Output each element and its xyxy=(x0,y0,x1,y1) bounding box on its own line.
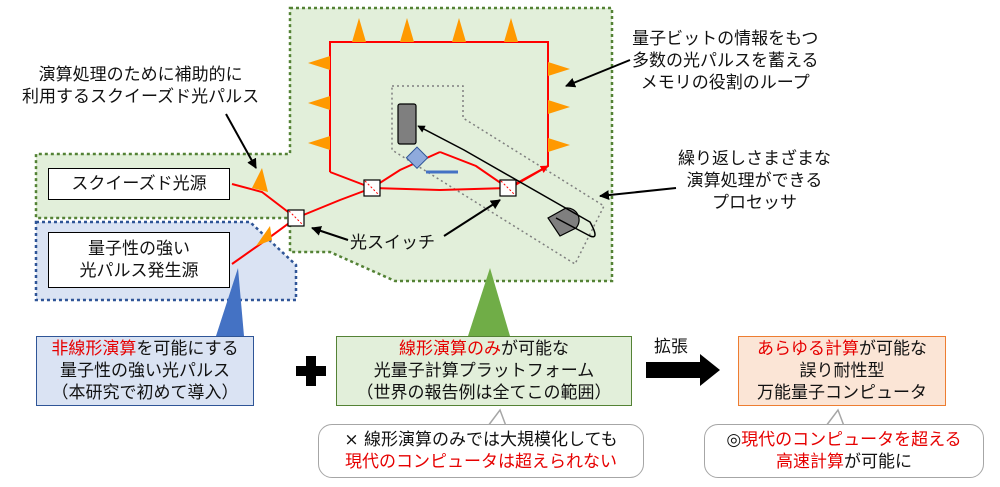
switch-2 xyxy=(363,179,381,197)
linear-limit-line1: × 線形演算のみでは大規模化しても xyxy=(344,430,618,450)
nonlinear-line1: 非線形演算を可能にする xyxy=(51,338,238,360)
arrow-switch-1 xyxy=(311,226,349,241)
linear-line1-red: 線形演算のみ xyxy=(399,339,501,359)
linear-box: 線形演算のみが可能な 光量子計算プラットフォーム （世界の報告例は全てこの範囲） xyxy=(336,336,632,406)
nonlinear-box: 非線形演算を可能にする 量子性の強い光パルス （本研究で初めて導入） xyxy=(36,336,254,406)
universal-merit-mark: ◎ xyxy=(726,430,742,450)
pointer-green xyxy=(468,268,510,336)
quantum-source-line1: 量子性の強い xyxy=(88,239,190,259)
nonlinear-line3: （本研究で初めて導入） xyxy=(51,383,239,403)
universal-merit-line1-red: 現代のコンピュータを超える xyxy=(741,430,962,450)
universal-line1-red: あらゆる計算 xyxy=(757,339,859,359)
processor-note: 繰り返しさまざまな 演算処理ができる プロセッサ xyxy=(678,148,831,214)
expand-arrow-icon xyxy=(646,354,720,386)
universal-note-tail xyxy=(825,408,845,427)
arrow-processor-note xyxy=(599,187,677,201)
squeezed-source-label: スクイーズド光源 xyxy=(71,174,207,194)
memory-note: 量子ビットの情報をもつ 多数の光パルスを蓄える メモリの役割のループ xyxy=(632,28,819,94)
nonlinear-line1-rest: を可能にする xyxy=(136,339,239,359)
universal-merit-line2: 高速計算が可能に xyxy=(776,451,912,473)
linear-line1: 線形演算のみが可能な xyxy=(399,338,569,360)
pulse-quantum xyxy=(256,226,272,246)
nonlinear-line2: 量子性の強い光パルス xyxy=(60,361,230,381)
feedback-line xyxy=(417,125,596,238)
linear-line1-rest: が可能な xyxy=(501,339,569,359)
pulse-left-3 xyxy=(308,136,330,150)
pulse-squeezed xyxy=(252,168,268,192)
linear-note-tail xyxy=(487,408,507,427)
quantum-source-box: 量子性の強い 光パルス発生源 xyxy=(48,232,230,288)
universal-box: あらゆる計算が可能な 誤り耐性型 万能量子コンピュータ xyxy=(738,336,946,406)
squeeze-note: 演算処理のために補助的に 利用するスクイーズド光パルス xyxy=(22,64,259,108)
quantum-source-line2: 光パルス発生源 xyxy=(79,261,199,281)
linear-limit-line2: 現代のコンピュータは超えられない xyxy=(345,452,617,472)
linear-line3: （世界の報告例は全てこの範囲） xyxy=(356,383,612,403)
pulse-left-1 xyxy=(308,56,330,70)
universal-merit-line1: ◎現代のコンピュータを超える xyxy=(726,429,961,451)
plus-icon xyxy=(296,356,326,386)
pulse-top-2 xyxy=(400,18,414,42)
pulse-top-4 xyxy=(504,18,518,42)
pulse-left-2 xyxy=(308,96,330,110)
memory-note-line2: 多数の光パルスを蓄える xyxy=(632,51,819,71)
pulse-right-2 xyxy=(548,100,570,114)
universal-merit-line2-rest: が可能に xyxy=(844,452,912,472)
pointer-blue xyxy=(216,268,244,336)
arrow-memory-note xyxy=(565,59,631,88)
universal-line1: あらゆる計算が可能な xyxy=(757,338,927,360)
pulse-group xyxy=(252,18,570,246)
pulse-right-1 xyxy=(548,62,570,76)
switch-1 xyxy=(287,209,305,227)
processor-note-line3: プロセッサ xyxy=(712,193,797,213)
squeezed-source-box: スクイーズド光源 xyxy=(48,168,230,200)
universal-line2: 誤り耐性型 xyxy=(799,361,885,381)
processor-module xyxy=(397,103,417,145)
input-beam xyxy=(295,186,373,219)
arrow-squeeze-note xyxy=(225,113,257,169)
processor-note-line1: 繰り返しさまざまな xyxy=(678,149,831,169)
squeeze-note-line2: 利用するスクイーズド光パルス xyxy=(22,87,260,107)
squeezed-beam xyxy=(231,183,297,219)
expand-label: 拡張 xyxy=(654,337,688,357)
switch-3 xyxy=(499,179,517,197)
linear-line2: 光量子計算プラットフォーム xyxy=(373,361,595,381)
squeeze-note-line1: 演算処理のために補助的に xyxy=(38,65,243,85)
processor-note-line2: 演算処理ができる xyxy=(686,171,823,191)
universal-merit-note: ◎現代のコンピュータを超える 高速計算が可能に xyxy=(704,424,984,478)
universal-merit-line2-red: 高速計算 xyxy=(776,452,844,472)
pulse-top-1 xyxy=(352,18,366,42)
pulse-top-3 xyxy=(452,18,466,42)
nonlinear-line1-red: 非線形演算 xyxy=(51,339,137,359)
arrow-switch-3 xyxy=(443,199,501,237)
linear-limit-note: × 線形演算のみでは大規模化しても 現代のコンピュータは超えられない xyxy=(318,424,644,478)
beam-splitter xyxy=(405,146,429,170)
memory-note-line3: メモリの役割のループ xyxy=(640,73,810,93)
universal-line1-rest: が可能な xyxy=(859,339,927,359)
optical-switch-label: 光スイッチ xyxy=(350,233,435,253)
processor-region xyxy=(391,85,605,266)
pulse-right-3 xyxy=(548,138,570,152)
memory-note-line1: 量子ビットの情報をもつ xyxy=(632,29,819,49)
universal-line3: 万能量子コンピュータ xyxy=(757,383,927,403)
